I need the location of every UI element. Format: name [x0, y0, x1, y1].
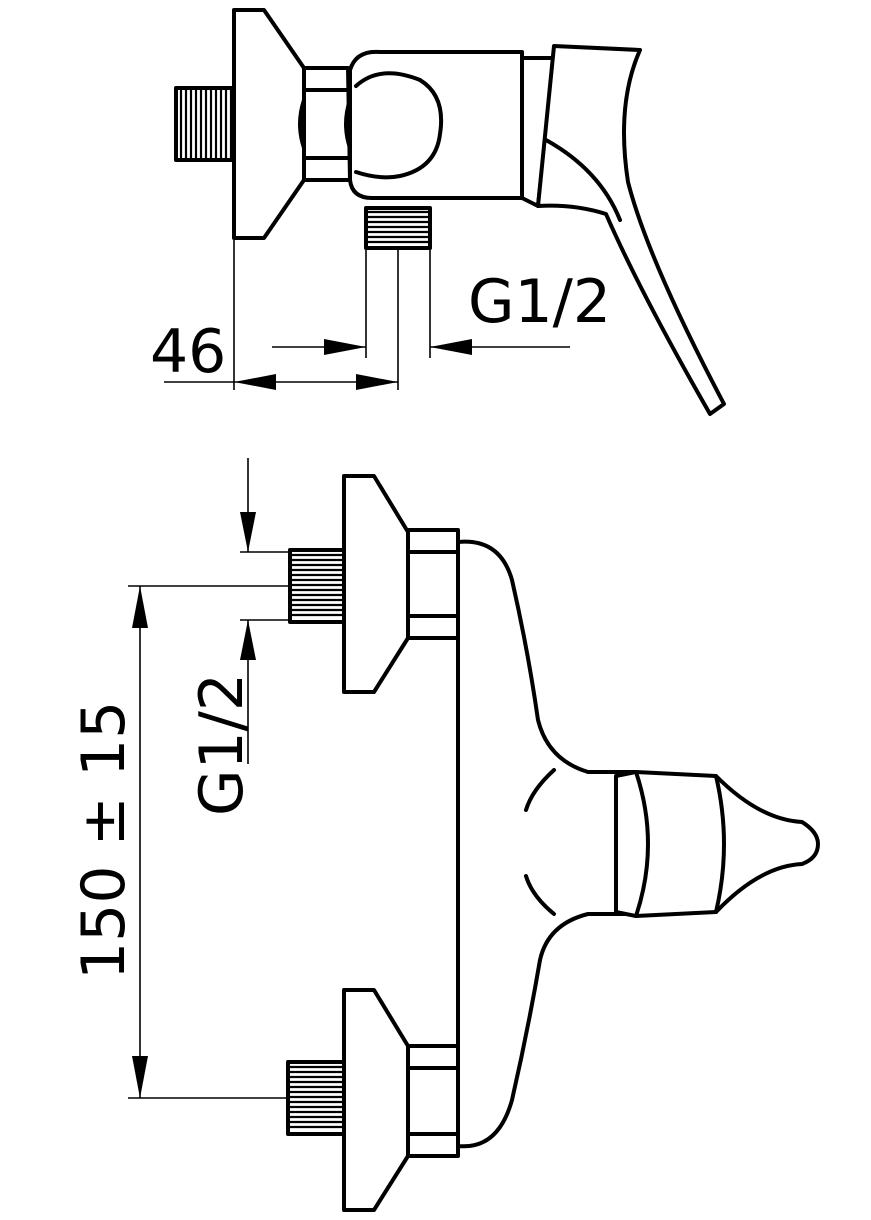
- front-lower-hex-nut: [406, 1044, 460, 1158]
- front-upper-hex-nut: [406, 528, 460, 640]
- front-dimensions: [128, 458, 290, 1099]
- top-width-dimension-label: 46: [150, 317, 226, 387]
- top-thread-label: G1/2: [468, 267, 611, 337]
- front-upper-escutcheon: [342, 474, 410, 694]
- front-mixer-body: [456, 539, 638, 1149]
- top-hex-nut: [298, 66, 352, 182]
- front-view: 150 ± 15 G1/2: [69, 458, 820, 1212]
- top-escutcheon: [232, 8, 306, 240]
- front-spacing-dimension-label: 150 ± 15: [69, 701, 139, 980]
- top-outlet-thread: [364, 206, 432, 250]
- front-lever-handle: [614, 770, 820, 918]
- top-mixer-body: [348, 49, 524, 200]
- front-thread-label: G1/2: [187, 673, 257, 816]
- front-lower-inlet-thread: [286, 1060, 346, 1136]
- top-dimensions: [164, 240, 570, 390]
- top-inlet-thread: [174, 86, 236, 162]
- front-upper-inlet-thread: [288, 548, 346, 624]
- top-view: 46 G1/2: [150, 8, 726, 416]
- front-lower-escutcheon: [342, 988, 410, 1212]
- top-lever-handle: [520, 44, 726, 416]
